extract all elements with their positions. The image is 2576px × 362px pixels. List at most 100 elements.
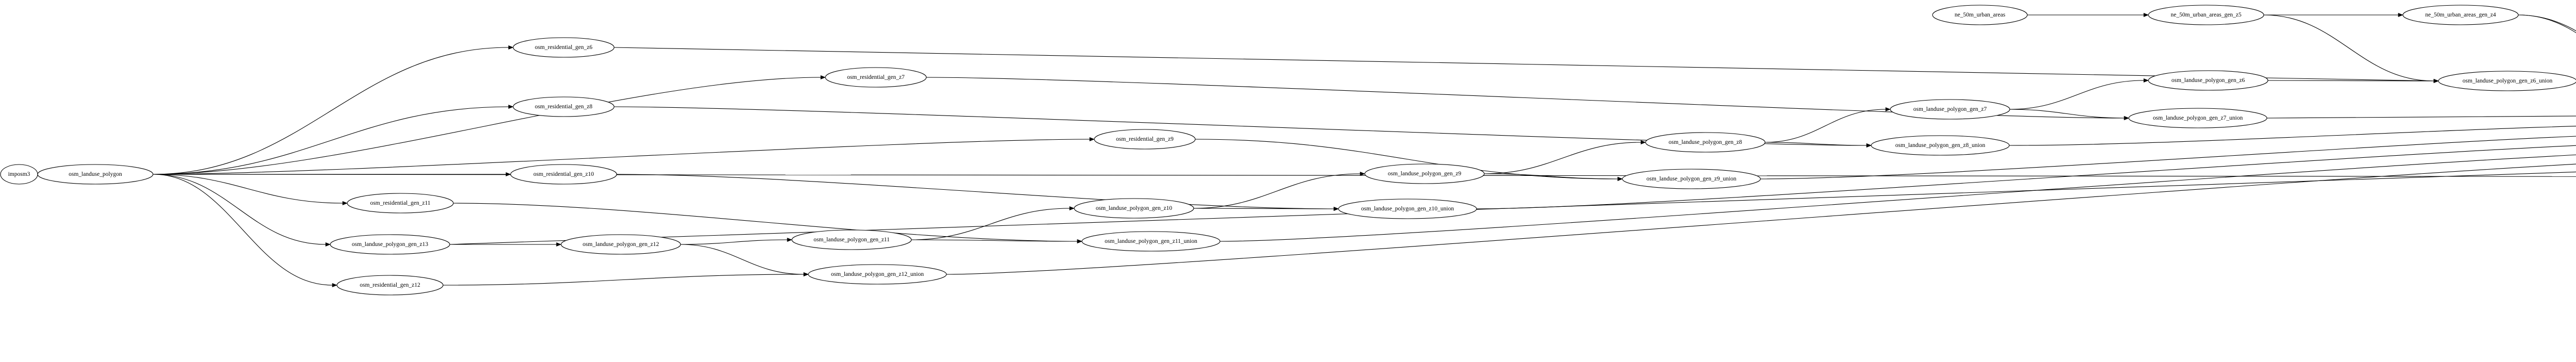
edge-line bbox=[680, 244, 804, 275]
graph-node-osm_landuse_polygon_gen_z9_union[interactable]: osm_landuse_polygon_gen_z9_union bbox=[1622, 169, 1761, 189]
graph-node-osm_residential_gen_z9[interactable]: osm_residential_gen_z9 bbox=[1094, 129, 1196, 150]
node-label: osm_landuse_polygon_gen_z7_union bbox=[2153, 115, 2243, 121]
graph-node-osm_residential_gen_z7[interactable]: osm_residential_gen_z7 bbox=[825, 67, 927, 88]
graph-node-osm_residential_gen_z11[interactable]: osm_residential_gen_z11 bbox=[347, 193, 454, 213]
graph-node-osm_landuse_polygon_gen_z13[interactable]: osm_landuse_polygon_gen_z13 bbox=[330, 234, 450, 255]
graph-node-imposm3[interactable]: imposm3 bbox=[0, 164, 38, 185]
graph-node-osm_landuse_polygon_gen_z9[interactable]: osm_landuse_polygon_gen_z9 bbox=[1364, 163, 1485, 184]
graph-node-osm_landuse_polygon_gen_z8_union[interactable]: osm_landuse_polygon_gen_z8_union bbox=[1871, 135, 2010, 156]
node-ellipse[interactable] bbox=[1338, 199, 1477, 219]
node-ellipse[interactable] bbox=[2402, 5, 2519, 25]
node-ellipse[interactable] bbox=[1081, 231, 1221, 252]
graph-node-osm_landuse_polygon_gen_z6[interactable]: osm_landuse_polygon_gen_z6 bbox=[2148, 70, 2268, 91]
graph-node-osm_residential_gen_z6[interactable]: osm_residential_gen_z6 bbox=[513, 37, 615, 58]
edge-line bbox=[2009, 80, 2144, 110]
graph-node-osm_landuse_polygon_gen_z7[interactable]: osm_landuse_polygon_gen_z7 bbox=[1890, 99, 2010, 120]
graph-edge bbox=[926, 77, 2129, 121]
edge-line bbox=[946, 163, 2576, 275]
graph-edge bbox=[1484, 140, 1646, 174]
node-label: imposm3 bbox=[8, 171, 30, 177]
edge-arrowhead bbox=[342, 201, 348, 206]
edge-arrowhead bbox=[803, 272, 809, 277]
graph-edge bbox=[152, 75, 826, 175]
graph-node-osm_landuse_polygon[interactable]: osm_landuse_polygon bbox=[37, 164, 154, 185]
node-ellipse[interactable] bbox=[513, 37, 615, 58]
node-label: osm_landuse_polygon_gen_z11 bbox=[814, 237, 890, 243]
edge-arrowhead bbox=[2143, 12, 2149, 18]
node-ellipse[interactable] bbox=[1074, 198, 1194, 219]
graph-node-osm_landuse_polygon_gen_z12[interactable]: osm_landuse_polygon_gen_z12 bbox=[561, 234, 681, 255]
node-ellipse[interactable] bbox=[825, 67, 927, 88]
node-label: osm_residential_gen_z11 bbox=[370, 200, 430, 206]
graph-node-osm_landuse_polygon_gen_z12_union[interactable]: osm_landuse_polygon_gen_z12_union bbox=[808, 264, 947, 285]
edge-arrowhead bbox=[2398, 12, 2403, 18]
node-ellipse[interactable] bbox=[1871, 135, 2010, 156]
graph-edge bbox=[1476, 145, 2576, 209]
graph-edge bbox=[680, 237, 792, 245]
graph-edge bbox=[2009, 109, 2129, 121]
edge-line bbox=[152, 174, 326, 245]
node-label: ne_50m_urban_areas bbox=[1955, 12, 2006, 18]
node-ellipse[interactable] bbox=[2438, 71, 2576, 91]
graph-node-osm_landuse_polygon_gen_z11_union[interactable]: osm_landuse_polygon_gen_z11_union bbox=[1081, 231, 1221, 252]
graph-node-osm_landuse_polygon_gen_z10[interactable]: osm_landuse_polygon_gen_z10 bbox=[1074, 198, 1194, 219]
graph-node-osm_landuse_polygon_gen_z7_union[interactable]: osm_landuse_polygon_gen_z7_union bbox=[2128, 108, 2267, 128]
node-label: osm_landuse_polygon_gen_z9 bbox=[1388, 171, 1462, 177]
node-ellipse[interactable] bbox=[2128, 108, 2267, 128]
graph-node-ne_50m_urban_areas_gen_z4[interactable]: ne_50m_urban_areas_gen_z4 bbox=[2402, 5, 2519, 25]
graph-edge bbox=[2263, 14, 2439, 84]
node-label: osm_residential_gen_z10 bbox=[533, 171, 594, 177]
graph-node-ne_50m_urban_areas[interactable]: ne_50m_urban_areas bbox=[1932, 5, 2028, 25]
node-ellipse[interactable] bbox=[1622, 169, 1761, 189]
node-ellipse[interactable] bbox=[1364, 163, 1485, 184]
graph-node-osm_landuse_polygon_gen_z10_union[interactable]: osm_landuse_polygon_gen_z10_union bbox=[1338, 199, 1477, 219]
node-ellipse[interactable] bbox=[2148, 70, 2268, 91]
edge-arrowhead bbox=[1089, 137, 1095, 142]
node-ellipse[interactable] bbox=[1094, 129, 1196, 150]
node-ellipse[interactable] bbox=[1890, 99, 2010, 120]
edge-arrowhead bbox=[325, 242, 331, 247]
graph-edge bbox=[2518, 14, 2576, 34]
node-ellipse[interactable] bbox=[561, 234, 681, 255]
nodes-layer: imposm3 osm_landuse_polygon osm_residentia… bbox=[0, 5, 2576, 295]
graph-edge bbox=[2009, 126, 2576, 146]
node-ellipse[interactable] bbox=[1932, 5, 2028, 25]
node-label: osm_residential_gen_z9 bbox=[1116, 136, 1174, 142]
edge-arrowhead bbox=[332, 283, 337, 288]
node-ellipse[interactable] bbox=[510, 164, 617, 185]
graph-node-osm_landuse_polygon_gen_z8[interactable]: osm_landuse_polygon_gen_z8 bbox=[1645, 132, 1766, 153]
edge-arrowhead bbox=[508, 104, 514, 109]
node-ellipse[interactable] bbox=[336, 275, 444, 295]
graph-edge bbox=[2266, 115, 2576, 119]
graph-edge bbox=[453, 203, 1082, 244]
node-label: osm_residential_gen_z12 bbox=[360, 282, 420, 288]
edge-arrowhead bbox=[820, 75, 826, 80]
graph-node-osm_landuse_polygon_gen_z6_union[interactable]: osm_landuse_polygon_gen_z6_union bbox=[2438, 71, 2576, 91]
graph-node-ne_50m_urban_areas_gen_z5[interactable]: ne_50m_urban_areas_gen_z5 bbox=[2148, 5, 2264, 25]
edge-line bbox=[1195, 139, 1618, 179]
edge-arrowhead bbox=[1069, 206, 1075, 211]
edge-arrowhead bbox=[508, 45, 514, 50]
node-ellipse[interactable] bbox=[347, 193, 454, 213]
node-ellipse[interactable] bbox=[808, 264, 947, 285]
node-ellipse[interactable] bbox=[2148, 5, 2264, 25]
node-label: osm_landuse_polygon_gen_z6_union bbox=[2463, 78, 2553, 84]
graph-node-osm_residential_gen_z12[interactable]: osm_residential_gen_z12 bbox=[336, 275, 444, 295]
node-ellipse[interactable] bbox=[513, 96, 615, 117]
graph-edge bbox=[946, 163, 2576, 275]
node-ellipse[interactable] bbox=[37, 164, 154, 185]
node-ellipse[interactable] bbox=[791, 229, 912, 250]
graph-edge bbox=[2264, 12, 2403, 18]
node-ellipse[interactable] bbox=[1645, 132, 1766, 153]
graph-edge bbox=[449, 170, 2576, 245]
graph-node-osm_landuse_polygon_gen_z11[interactable]: osm_landuse_polygon_gen_z11 bbox=[791, 229, 912, 250]
node-label: osm_landuse_polygon_gen_z8 bbox=[1669, 139, 1742, 145]
graph-node-osm_residential_gen_z8[interactable]: osm_residential_gen_z8 bbox=[513, 96, 615, 117]
edge-arrowhead bbox=[1617, 176, 1623, 182]
graph-edge bbox=[2518, 14, 2576, 31]
edge-line bbox=[1219, 154, 2576, 242]
node-ellipse[interactable] bbox=[330, 234, 450, 255]
graph-node-osm_residential_gen_z10[interactable]: osm_residential_gen_z10 bbox=[510, 164, 617, 185]
